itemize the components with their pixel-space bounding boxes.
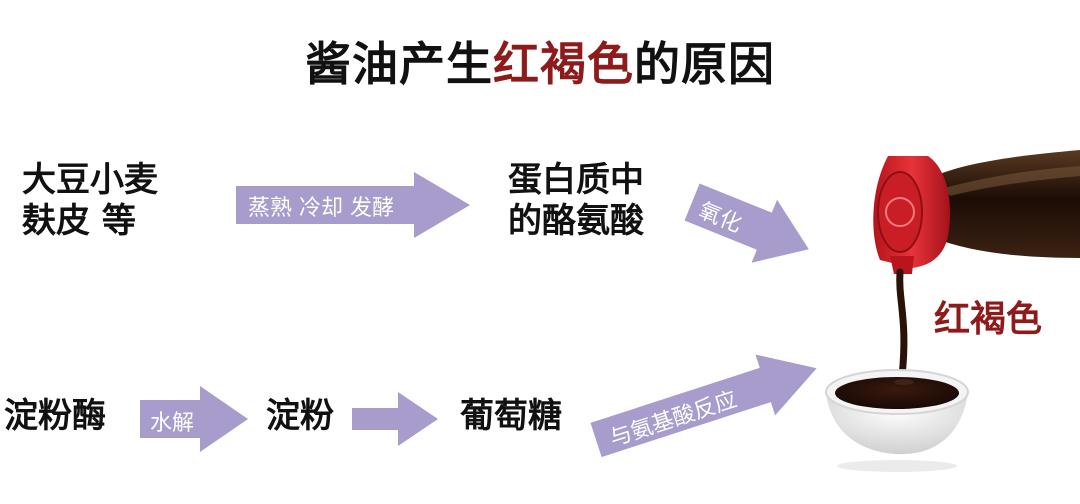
sauce-stream (896, 268, 908, 380)
tyrosine-line-1: 蛋白质中 (508, 160, 644, 200)
title-highlight: 红褐色 (493, 37, 634, 91)
hydrolysis-label: 水解 (150, 411, 195, 436)
starch-to-glucose-arrow (352, 386, 438, 452)
sauce-dish-icon (825, 369, 969, 472)
page-title: 酱油产生红褐色的原因 (0, 28, 1080, 94)
arrow-shape (684, 183, 809, 263)
soy-sauce-bottle-icon (873, 150, 1080, 274)
oxidation-arrow: 氧化 (679, 170, 821, 280)
amylase-node: 淀粉酶 (4, 396, 106, 437)
starch-label: 淀粉 (266, 396, 334, 436)
tyrosine-node: 蛋白质中 的酪氨酸 (508, 160, 644, 242)
title-part-2: 的原因 (634, 37, 775, 91)
arrow-shape (352, 392, 438, 446)
arrow-shape (236, 172, 470, 238)
raw-materials-node: 大豆小麦 麸皮 等 (22, 160, 158, 242)
tyrosine-line-2: 的酪氨酸 (508, 200, 644, 241)
raw-materials-line-2: 麸皮 等 (22, 200, 136, 241)
arrow-shape (590, 354, 817, 458)
maillard-arrow: 与氨基酸反应 (586, 338, 826, 471)
result-label: 红褐色 (934, 299, 1043, 340)
steam-cool-ferment-label: 蒸熟 冷却 发酵 (248, 196, 394, 221)
steam-cool-ferment-arrow: 蒸熟 冷却 发酵 (236, 172, 470, 238)
arrow-shape (140, 386, 248, 452)
raw-materials-line-1: 大豆小麦 (22, 160, 158, 200)
starch-node: 淀粉 (266, 396, 334, 437)
hydrolysis-arrow: 水解 (140, 386, 248, 452)
glucose-label: 葡萄糖 (460, 396, 562, 436)
title-part-1: 酱油产生 (305, 37, 493, 91)
amylase-label: 淀粉酶 (4, 396, 106, 436)
glucose-node: 葡萄糖 (460, 396, 562, 437)
